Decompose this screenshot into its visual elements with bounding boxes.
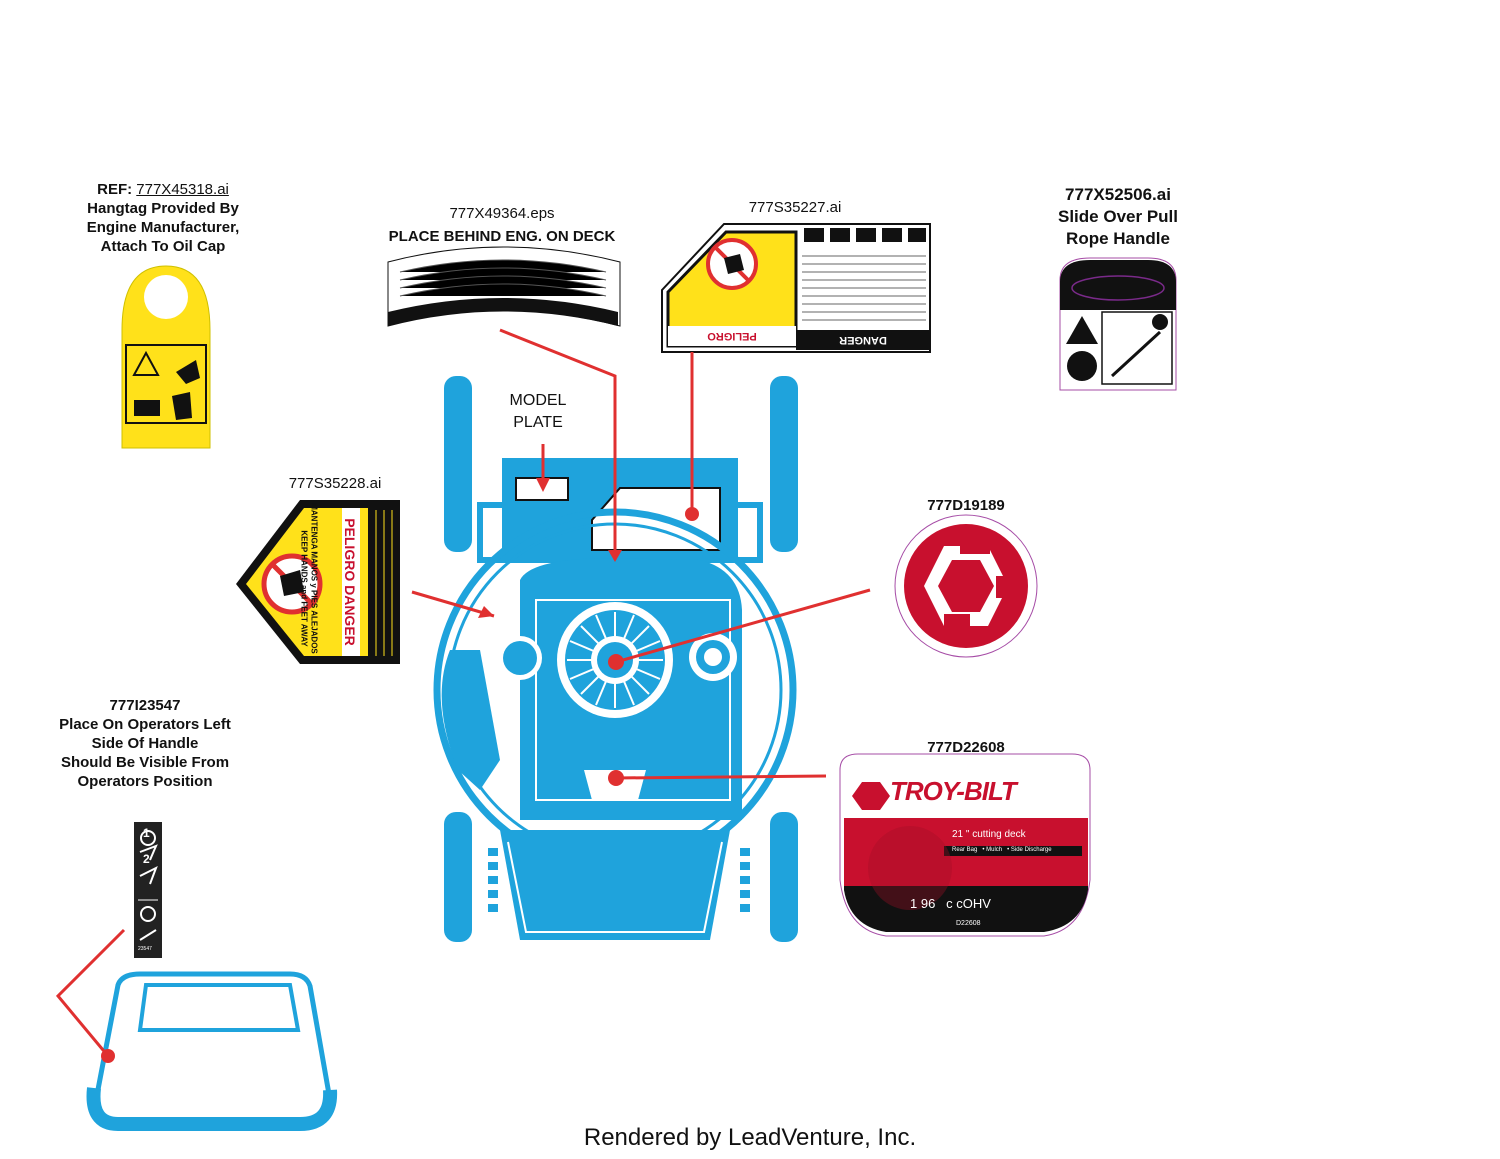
engine-icon [140, 830, 156, 846]
handle-decal-line4: Operators Position [77, 773, 213, 790]
pull-rope-file: 777X52506.ai [1065, 185, 1171, 204]
danger-decal-small [236, 500, 400, 664]
danger-large-peligro: PELIGRO [707, 330, 757, 342]
brand-disc-part: 777D19189 [927, 497, 1005, 514]
pull-rope-caption: 777X52506.ai Slide Over Pull Rope Handle [1026, 184, 1210, 250]
mower-handle [86, 971, 338, 1131]
warning-icon [1066, 316, 1098, 344]
oil-cap-tag-caption: REF: 777X45318.ai Hangtag Provided By En… [58, 180, 268, 256]
fuel-label-file: 777X49364.eps [449, 205, 555, 222]
oil-cap-hangtag [121, 265, 211, 449]
callout-brand-disc [615, 588, 871, 664]
callout-lines [55, 328, 871, 1057]
oil-cap-icon [172, 392, 192, 420]
pull-rope-line1: Slide Over Pull [1058, 207, 1178, 226]
callout-handle-decal [55, 928, 126, 1057]
handle-decal-part: 777I23547 [109, 697, 181, 714]
callout-danger-small [411, 590, 495, 618]
handle-decal-line3: Should Be Visible From [60, 754, 230, 771]
handle-decal-caption: 777I23547 Place On Operators Left Side O… [40, 696, 250, 791]
handle-step-1: 1 [143, 826, 150, 840]
danger-small-spanish: MANTENGA MANOS y PIES ALEJADOS [309, 503, 319, 654]
handle-step-2: 2 [143, 852, 150, 866]
brand-decal [839, 753, 1091, 937]
read-manual-icon [1067, 351, 1097, 381]
oil-cap-line3: Attach To Oil Cap [100, 238, 226, 255]
brand-decal-part: 777D22608 [927, 739, 1005, 756]
pull-rope-line2: Rope Handle [1066, 229, 1170, 248]
gear-icon [144, 275, 188, 319]
callout-brand-decal [615, 774, 827, 780]
brand-decal-engine: 1 96 c cOHV [910, 896, 991, 911]
fuel-label-instruction: PLACE BEHIND ENG. ON DECK [388, 228, 616, 245]
brand-decal-deck: 21 " cutting deck [952, 829, 1026, 840]
brand-disc [894, 514, 1038, 658]
danger-small-title: PELIGRO DANGER [342, 518, 358, 646]
danger-large-file: 777S35227.ai [748, 199, 842, 216]
model-plate-line1: MODEL [509, 392, 567, 409]
danger-small-english: KEEP HANDS and FEET AWAY [299, 530, 309, 647]
front-right-wheel [770, 812, 798, 942]
danger-large-danger: DANGER [839, 334, 887, 346]
troy-bilt-hex-logo [852, 782, 890, 810]
danger-small-file: 777S35228.ai [288, 475, 382, 492]
mower-top-view [433, 376, 798, 942]
rear-left-wheel [444, 376, 472, 552]
brand-decal-code: D22608 [956, 920, 981, 927]
model-plate-caption: MODEL PLATE [496, 390, 580, 434]
front-left-wheel [444, 812, 472, 942]
ref-label: REF: [97, 181, 133, 198]
callout-fuel-label [499, 328, 617, 560]
pull-rope-decal [1059, 257, 1177, 391]
handle-decal-code: 23547 [138, 946, 152, 952]
fuel-label-caption: 777X49364.eps PLACE BEHIND ENG. ON DECK [372, 204, 632, 246]
brand-decal-brand: TROY-BILT [890, 776, 1017, 806]
footer-credit: Rendered by LeadVenture, Inc. [583, 1124, 917, 1151]
oil-cap-line1: Hangtag Provided By [87, 200, 239, 217]
model-plate-line2: PLATE [513, 414, 563, 431]
warning-icon [132, 350, 160, 376]
handle-control-decal [134, 822, 162, 958]
handle-decal-line2: Side Of Handle [91, 735, 199, 752]
manual-icon [134, 400, 160, 416]
rear-right-wheel [770, 376, 798, 552]
stop-icon [140, 906, 156, 922]
oil-cap-line2: Engine Manufacturer, [86, 219, 240, 236]
fuel-consumption-label [387, 246, 621, 327]
handle-decal-line1: Place On Operators Left [59, 716, 231, 733]
danger-decal-large [661, 223, 931, 353]
ref-file: 777X45318.ai [136, 181, 229, 198]
brand-decal-modes: Rear Bag • Mulch • Side Discharge [952, 847, 1052, 853]
